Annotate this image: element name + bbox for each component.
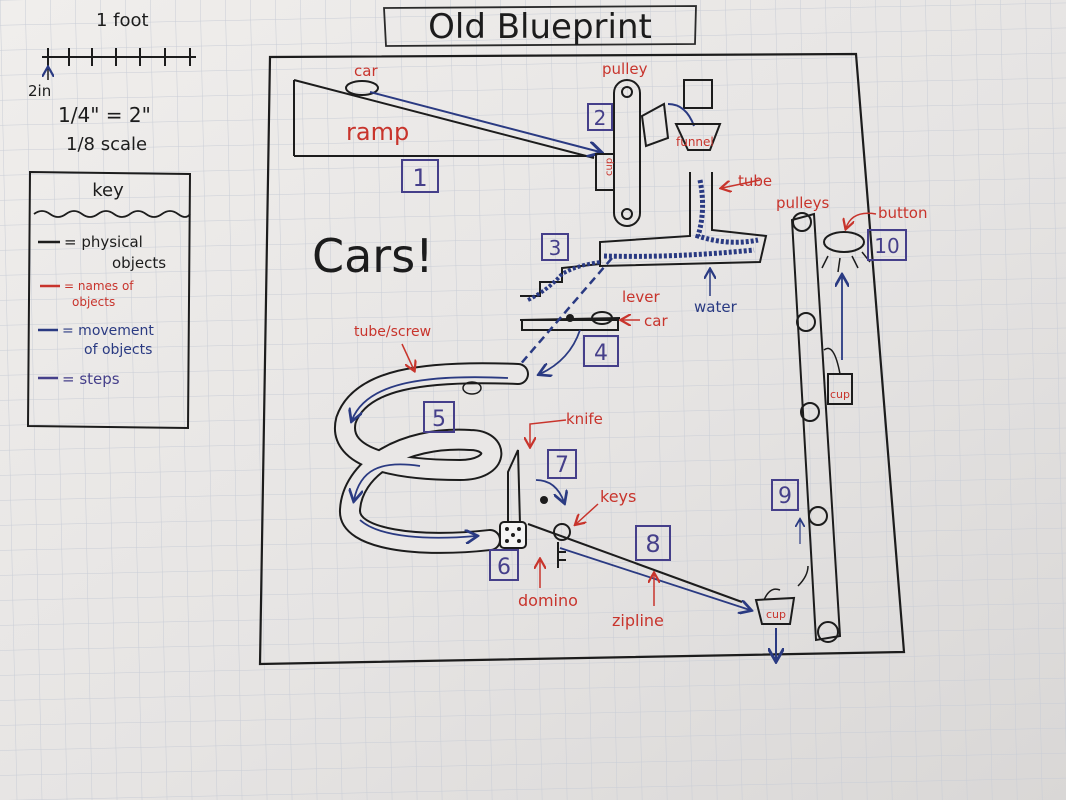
- domino-label: domino: [518, 591, 578, 610]
- drawing-frame: [258, 52, 906, 666]
- scale-bar: 1 foot 2in 1/4" = 2" 1/8 scale: [28, 10, 196, 155]
- car-top-label: car: [354, 62, 378, 80]
- lever-assembly: lever car: [511, 257, 668, 374]
- svg-text:of objects: of objects: [84, 342, 152, 358]
- knife-domino-keys: knife keys domino: [499, 410, 636, 610]
- key-entry-names: = names of: [64, 279, 134, 293]
- step-10: 10: [874, 234, 899, 258]
- key-heading: key: [92, 180, 124, 201]
- title: Old Blueprint: [428, 7, 652, 47]
- cup-a-label: cup: [604, 158, 615, 176]
- tube-screw-label: tube/screw: [354, 324, 431, 340]
- key-legend: key = physical objects = names of object…: [26, 170, 192, 430]
- button-assembly: button 10: [821, 204, 927, 273]
- funnel-label: funnel: [676, 135, 714, 149]
- cup-a: [595, 153, 615, 191]
- title-box: Old Blueprint: [383, 5, 697, 47]
- button-label: button: [878, 204, 927, 222]
- step-3-box: [541, 233, 569, 261]
- step-2: 2: [594, 106, 607, 130]
- pulley-label: pulley: [602, 60, 648, 78]
- svg-text:objects: objects: [112, 254, 166, 272]
- scale-inch-label: 2in: [28, 82, 51, 100]
- step-9-box: [771, 479, 799, 511]
- svg-text:objects: objects: [72, 295, 115, 309]
- step-8: 8: [645, 530, 660, 558]
- tube: tube water: [599, 172, 772, 316]
- knife-label: knife: [566, 410, 603, 428]
- lever-label: lever: [622, 288, 661, 306]
- zipline: zipline: [527, 523, 750, 630]
- spiral-tube: tube/screw: [334, 324, 529, 554]
- pulleys-label: pulleys: [776, 194, 829, 212]
- step-7: 7: [555, 453, 569, 478]
- step-5-box: [423, 401, 455, 433]
- scale-ratio-label: 1/4" = 2": [58, 103, 151, 127]
- tube-label: tube: [738, 172, 772, 190]
- step-3: 3: [549, 236, 562, 260]
- step-4-box: [583, 335, 619, 367]
- ramp: ramp car: [293, 62, 600, 159]
- step-7-box: [547, 449, 577, 479]
- step-5: 5: [432, 407, 446, 432]
- step-10-box: [867, 229, 907, 261]
- step-2-box: [587, 103, 613, 131]
- key-entry-steps: = steps: [62, 370, 120, 388]
- step-8-box: [635, 525, 671, 561]
- ramp-label: ramp: [346, 118, 409, 146]
- pulley-assembly: pulley cup funnel: [595, 60, 722, 227]
- car-top: [345, 80, 379, 96]
- cup-bottom: cup: [754, 588, 796, 660]
- key-entry-movement: = movement: [62, 323, 154, 339]
- water-label: water: [694, 298, 738, 316]
- step-9: 9: [778, 484, 792, 509]
- step-1-box: [401, 159, 439, 193]
- car-mid: [591, 311, 613, 325]
- scale-foot-label: 1 foot: [96, 10, 149, 31]
- keys: [553, 523, 571, 541]
- cars-label: Cars!: [312, 229, 434, 283]
- keys-label: keys: [600, 487, 636, 506]
- funnel: [674, 123, 722, 151]
- step-6: 6: [497, 555, 511, 580]
- scale-label: 1/8 scale: [66, 134, 147, 155]
- step-1: 1: [412, 164, 427, 192]
- cup-b-label: cup: [766, 608, 786, 621]
- cup-c-label: cup: [830, 388, 850, 401]
- pulley-tower: pulleys cup: [776, 194, 853, 643]
- button: [823, 231, 865, 253]
- car-mid-label: car: [644, 312, 668, 330]
- key-entry-physical: = physical: [64, 233, 143, 251]
- step-6-box: [489, 549, 519, 581]
- zipline-label: zipline: [612, 611, 664, 630]
- step-4: 4: [594, 341, 608, 366]
